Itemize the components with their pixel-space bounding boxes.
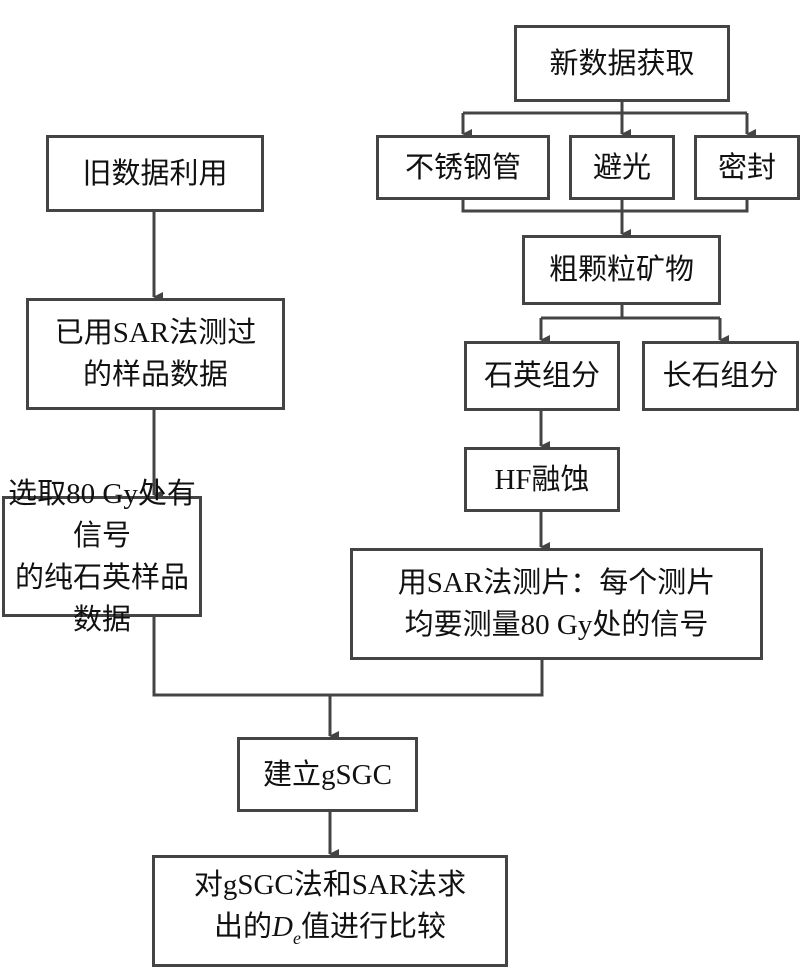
- compare-de-box: 对gSGC法和SAR法求 出的De值进行比较: [152, 855, 508, 967]
- de-symbol: D: [272, 910, 293, 943]
- sar-measure-box: 用SAR法测片：每个测片 均要测量80 Gy处的信号: [350, 548, 763, 660]
- quartz-fraction-box: 石英组分: [464, 341, 620, 411]
- connector-merge-bar: [461, 200, 749, 213]
- sealed-label: 密封: [717, 151, 776, 184]
- connector-final-merge: [152, 617, 544, 697]
- stainless-tube-label: 不锈钢管: [404, 151, 521, 184]
- sar-measured-data-box: 已用SAR法测过 的样品数据: [26, 298, 285, 410]
- hf-etch-label: HF融蚀: [494, 463, 590, 496]
- new-data-acquisition-label: 新数据获取: [549, 47, 695, 80]
- compare-line2-suffix: 值进行比较: [300, 910, 446, 943]
- old-data-reuse-box: 旧数据利用: [46, 135, 264, 212]
- coarse-minerals-label: 粗颗粒矿物: [548, 254, 694, 286]
- sar-measured-line1: 已用SAR法测过: [54, 317, 257, 349]
- hf-etch-box: HF融蚀: [464, 447, 620, 512]
- feldspar-fraction-label: 长石组分: [662, 360, 779, 392]
- feldspar-fraction-box: 长石组分: [642, 341, 799, 411]
- sar-measure-line2: 均要测量80 Gy处的信号: [404, 609, 709, 641]
- quartz-fraction-label: 石英组分: [483, 360, 600, 392]
- select-80gy-line2: 的纯石英样品数据: [14, 561, 189, 636]
- compare-line1: 对gSGC法和SAR法求: [193, 868, 467, 901]
- old-data-reuse-label: 旧数据利用: [82, 157, 228, 190]
- light-shield-label: 避光: [592, 151, 651, 184]
- light-shield-box: 避光: [569, 135, 675, 200]
- compare-line2: 出的De值进行比较: [194, 906, 466, 959]
- build-gsgc-label: 建立gSGC: [263, 758, 392, 791]
- sealed-box: 密封: [694, 135, 800, 200]
- select-80gy-box: 选取80 Gy处有信号 的纯石英样品数据: [2, 478, 202, 636]
- compare-line2-prefix: 出的: [214, 910, 273, 943]
- select-80gy-line1: 选取80 Gy处有信号: [8, 477, 196, 552]
- new-data-acquisition-box: 新数据获取: [514, 25, 730, 102]
- de-subscript: e: [292, 927, 301, 948]
- sar-measured-line2: 的样品数据: [82, 359, 228, 391]
- build-gsgc-box: 建立gSGC: [237, 737, 418, 812]
- sar-measure-line1: 用SAR法测片：每个测片: [397, 567, 716, 599]
- stainless-tube-box: 不锈钢管: [376, 135, 550, 200]
- coarse-minerals-box: 粗颗粒矿物: [522, 235, 721, 305]
